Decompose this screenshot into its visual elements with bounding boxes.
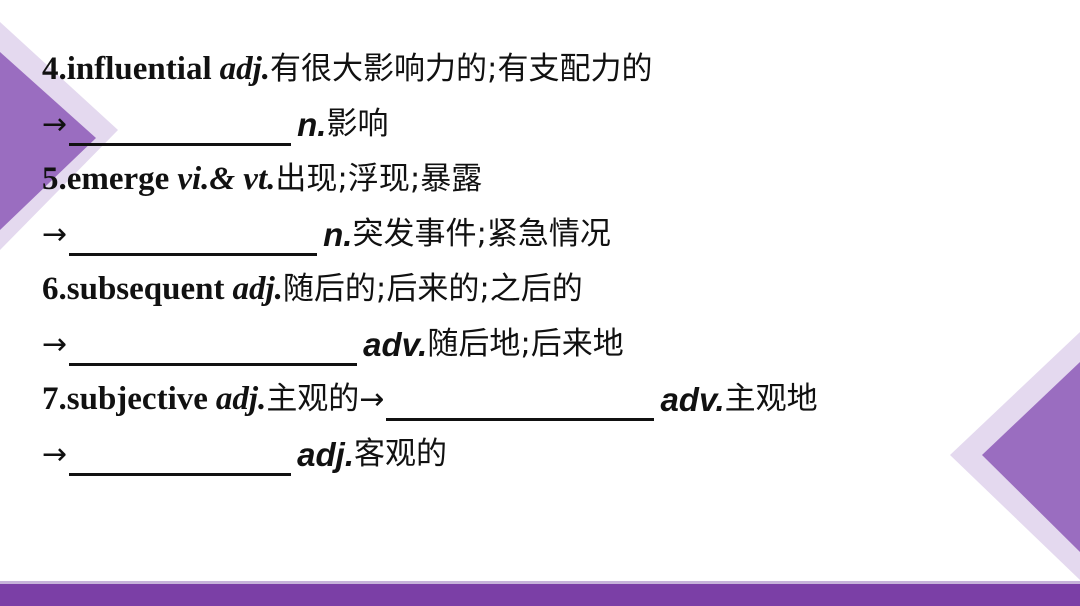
meaning: 主观的: [266, 381, 360, 417]
derivative-line: → adv. 随后地;后来地: [42, 317, 818, 372]
meaning: 出现;浮现;暴露: [275, 161, 483, 197]
top-left-triangle-dark: [0, 52, 96, 230]
meaning: 主观地: [724, 381, 818, 417]
entry-line: 5.emerge vi.& vt. 出现;浮现;暴露: [42, 152, 818, 207]
headword: 7.subjective: [42, 381, 208, 417]
vocabulary-list: 4.influential adj. 有很大影响力的;有支配力的 → n. 影响…: [42, 42, 818, 482]
entry-line: 4.influential adj. 有很大影响力的;有支配力的: [42, 42, 818, 97]
meaning: 突发事件;紧急情况: [352, 216, 611, 252]
right-triangle-dark: [982, 362, 1080, 552]
part-of-speech: n.: [323, 216, 353, 253]
arrow: →: [42, 107, 68, 142]
entry-line: 7.subjective adj. 主观的 → adv. 主观地: [42, 372, 818, 427]
derivative-line: → n. 影响: [42, 97, 818, 152]
arrow: →: [42, 437, 68, 472]
part-of-speech: adj.: [215, 381, 267, 417]
arrow: →: [42, 327, 68, 362]
bottom-bar-shade: [0, 581, 1080, 584]
derivative-line: → n. 突发事件;紧急情况: [42, 207, 818, 262]
answer-blank[interactable]: [69, 213, 318, 256]
arrow: →: [42, 217, 68, 252]
headword: 5.emerge: [42, 161, 170, 197]
part-of-speech: adv.: [363, 326, 428, 363]
entry-line: 6.subsequent adj. 随后的;后来的;之后的: [42, 262, 818, 317]
bottom-accent-bar: [0, 584, 1080, 606]
arrow: →: [359, 382, 385, 417]
part-of-speech: vi.& vt.: [177, 161, 276, 197]
headword: 6.subsequent: [42, 271, 225, 307]
part-of-speech: n.: [297, 106, 327, 143]
answer-blank[interactable]: [69, 323, 358, 366]
meaning: 客观的: [354, 436, 447, 472]
answer-blank[interactable]: [386, 378, 655, 421]
part-of-speech: adj.: [297, 436, 354, 473]
derivative-line: → adj. 客观的: [42, 427, 818, 482]
meaning: 有很大影响力的;有支配力的: [270, 51, 653, 87]
meaning: 影响: [326, 106, 389, 142]
answer-blank[interactable]: [69, 433, 292, 476]
answer-blank[interactable]: [69, 103, 292, 146]
part-of-speech: adj.: [232, 271, 283, 307]
headword: 4.influential: [42, 51, 212, 87]
meaning: 随后的;后来的;之后的: [282, 271, 583, 307]
part-of-speech: adj.: [219, 51, 271, 87]
part-of-speech: adv.: [660, 381, 725, 418]
meaning: 随后地;后来地: [427, 326, 624, 362]
